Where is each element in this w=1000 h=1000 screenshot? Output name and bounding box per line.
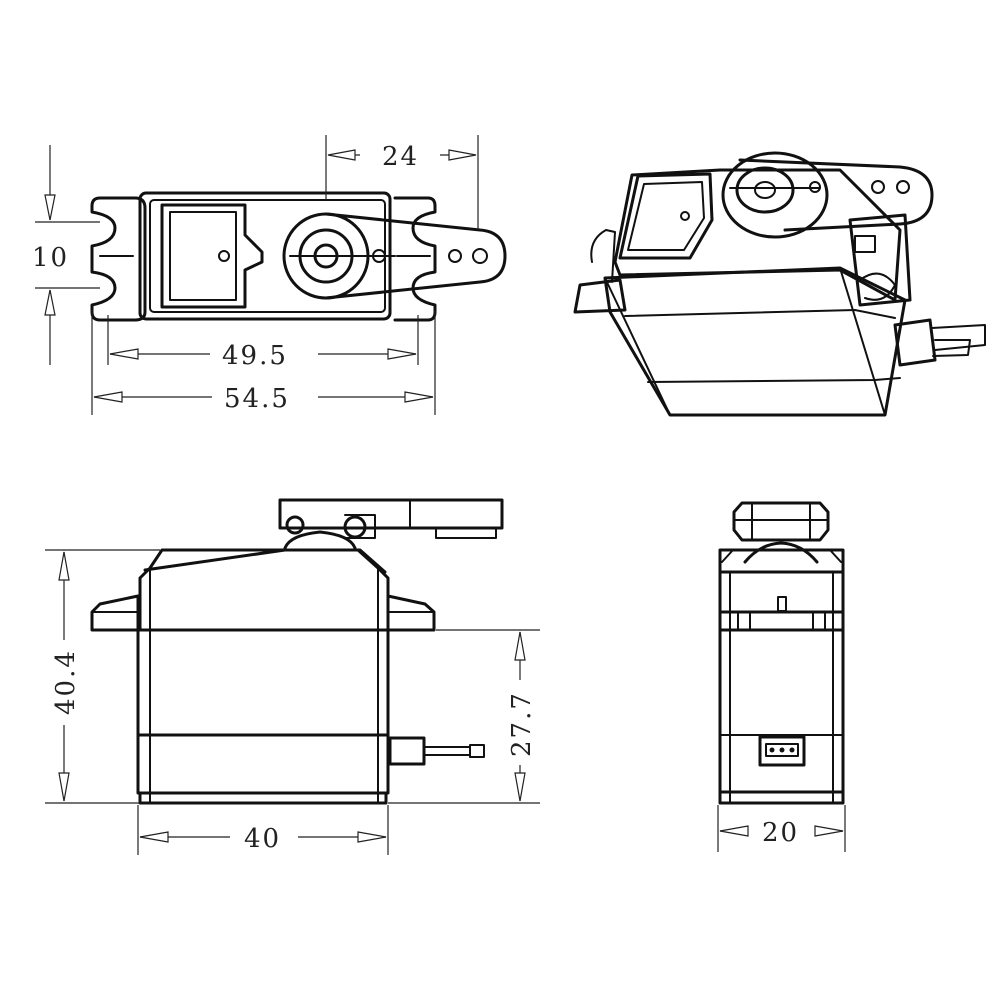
dim-10-label: 10 bbox=[32, 243, 69, 273]
side-view-dimensions: 20 bbox=[717, 805, 846, 852]
dim-49-5-label: 49.5 bbox=[222, 341, 288, 371]
dim-20-label: 20 bbox=[762, 818, 799, 848]
dim-40-4-label: 40.4 bbox=[51, 649, 81, 715]
front-view bbox=[90, 498, 504, 805]
side-view bbox=[718, 501, 845, 805]
isometric-view bbox=[573, 151, 986, 417]
top-view bbox=[90, 191, 507, 322]
dim-24-label: 24 bbox=[382, 142, 419, 172]
dim-54-5-label: 54.5 bbox=[224, 384, 290, 414]
dim-40-label: 40 bbox=[244, 824, 281, 854]
top-view-dimensions: 24 10 49.5 54.5 bbox=[32, 135, 479, 415]
front-view-dimensions: 40.4 27.7 40 bbox=[45, 549, 540, 855]
dim-27-7-label: 27.7 bbox=[507, 691, 537, 757]
